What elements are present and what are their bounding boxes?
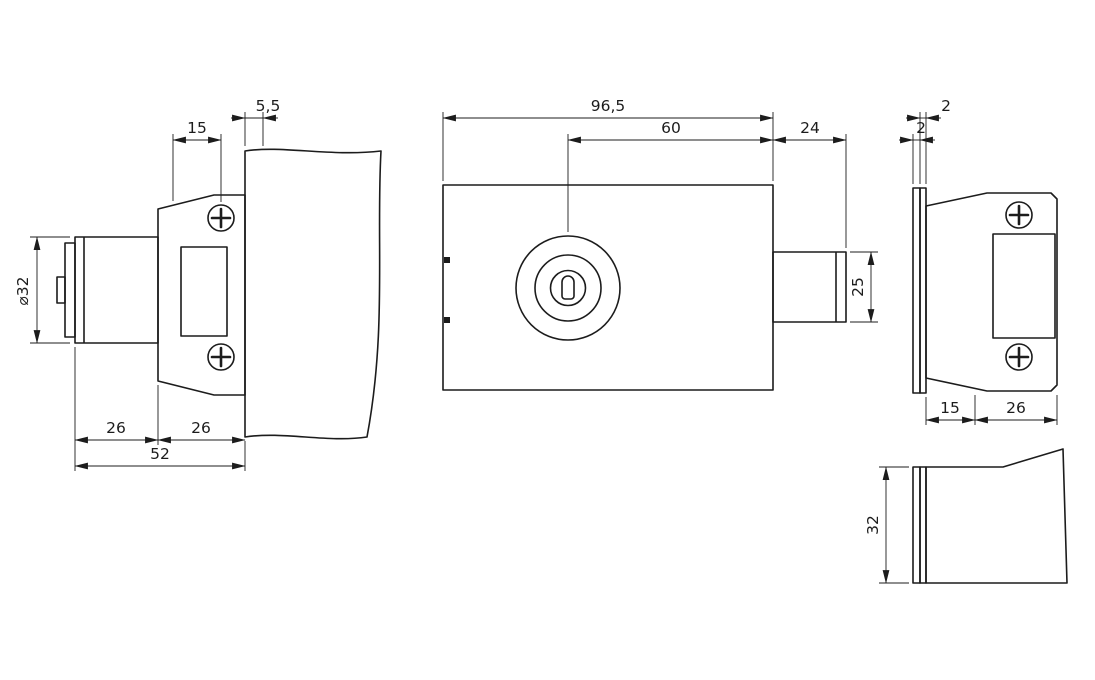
dim-label-inset: 5,5	[256, 97, 281, 115]
phillips-screw-top	[1005, 201, 1033, 229]
dim-label-overall-width: 96,5	[591, 97, 626, 115]
dim-52-overall: 52	[74, 445, 246, 470]
dim-15: 15	[172, 119, 222, 202]
dim-label-screw-offset: 15	[187, 119, 207, 137]
edge-slot-bottom	[444, 317, 450, 323]
mounting-plate	[157, 194, 246, 396]
dim-60: 60	[567, 119, 774, 232]
dim-25-bolt: 25	[849, 251, 878, 323]
dim-label-diameter: ⌀32	[14, 276, 32, 305]
dim-15-side: 15	[925, 395, 976, 425]
cylinder-core	[549, 269, 587, 307]
faceplate-layer-inner	[919, 187, 927, 394]
lock-cylinder	[56, 236, 159, 344]
cylinder-rose-outer	[515, 235, 621, 341]
cylinder-barrel	[74, 236, 159, 344]
mounting-plate-outline	[157, 194, 246, 396]
keyhole-icon	[561, 275, 575, 300]
view-case-side: 2 2 15 26	[899, 97, 1058, 425]
dim-label-bolt-height: 25	[849, 277, 867, 297]
dim-diameter-32: ⌀32	[14, 236, 70, 344]
lock-body-outline	[442, 184, 774, 391]
dim-label-overall-length: 52	[150, 445, 170, 463]
phillips-screw-top	[207, 204, 235, 232]
door-section-hatched	[244, 148, 382, 440]
case-side-outline	[925, 192, 1058, 392]
dim-5-5: 5,5	[231, 97, 280, 146]
dim-label-height: 32	[864, 515, 882, 535]
dim-32-height: 32	[864, 466, 909, 584]
cylinder-rose-middle	[534, 254, 602, 322]
case-side-cutout	[992, 233, 1056, 339]
faceplate-layer-outer	[912, 187, 921, 394]
dim-label-bolt-extension: 24	[800, 119, 820, 137]
view-case-top: 32	[864, 448, 1068, 584]
edge-slot-top	[444, 257, 450, 263]
dim-2-outer: 2	[899, 119, 935, 184]
case-top-outline	[925, 448, 1068, 584]
dim-label-front-depth: 15	[940, 399, 960, 417]
dim-label-center-to-face: 60	[661, 119, 681, 137]
dim-label-body-depth: 26	[1006, 399, 1026, 417]
view-cylinder-section: 5,5 15 ⌀32 26 26 52	[14, 97, 382, 471]
dim-24: 24	[772, 119, 847, 248]
view-lock-body-front: 96,5 60 24 25	[442, 97, 878, 391]
dim-2-inner: 2	[906, 97, 951, 184]
dim-label-outer-gap: 2	[916, 119, 926, 137]
faceplate-layer-inner	[919, 466, 927, 584]
dim-label-cylinder-length: 26	[106, 419, 126, 437]
dim-96-5: 96,5	[442, 97, 774, 181]
cylinder-keyway-tab	[56, 276, 66, 304]
dim-26-plate: 26	[157, 419, 246, 471]
dim-26-cylinder: 26	[74, 347, 159, 471]
dim-label-case-length: 26	[191, 419, 211, 437]
dim-label-inner-gap: 2	[941, 97, 951, 115]
cylinder-end-cap	[64, 242, 76, 338]
phillips-screw-bottom	[1005, 343, 1033, 371]
deadbolt	[772, 251, 847, 323]
phillips-screw-bottom	[207, 343, 235, 371]
faceplate-layer-outer	[912, 466, 921, 584]
dim-26-side: 26	[974, 395, 1058, 425]
mounting-plate-cutout	[180, 246, 228, 337]
